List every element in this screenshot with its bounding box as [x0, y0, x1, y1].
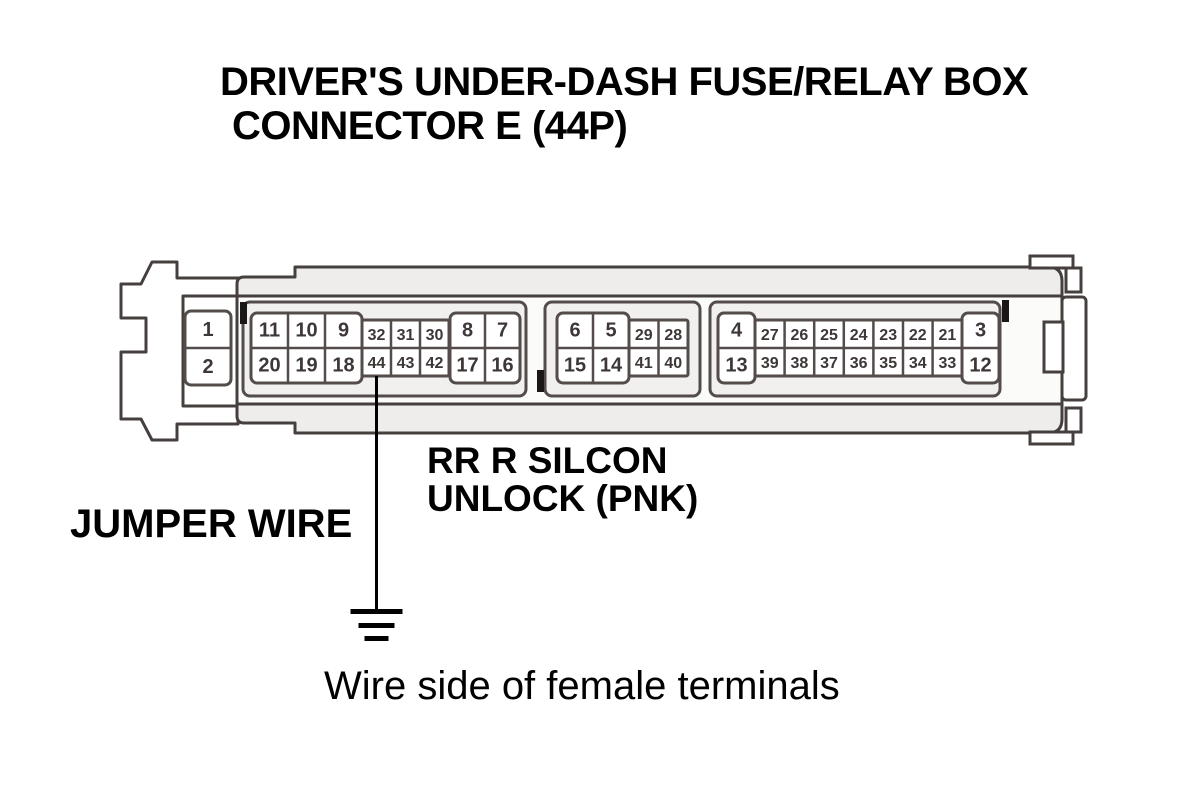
- terminal-number: 3: [975, 320, 986, 342]
- wire-name-label-line2: UNLOCK (PNK): [427, 478, 699, 519]
- terminal-number: 38: [791, 355, 809, 372]
- terminal-number: 34: [909, 355, 927, 372]
- page-title: DRIVER'S UNDER-DASH FUSE/RELAY BOX: [220, 60, 1029, 104]
- terminal-number: 16: [491, 355, 513, 377]
- terminal-number: 26: [791, 327, 809, 344]
- terminal-number: 19: [295, 355, 317, 377]
- wire-name-label-line1: RR R SILCON: [427, 440, 668, 481]
- terminal-number: 22: [909, 327, 927, 344]
- terminal-number: 15: [564, 355, 586, 377]
- terminal-number: 43: [397, 355, 415, 372]
- ground-icon: [358, 623, 395, 628]
- housing-top-band: [235, 265, 1064, 298]
- terminal-number: 14: [600, 355, 623, 377]
- right-latch-window: [1042, 320, 1065, 374]
- page-subtitle: CONNECTOR E (44P): [232, 104, 628, 148]
- terminal-number: 17: [456, 355, 478, 377]
- terminal-number: 28: [664, 327, 682, 344]
- key-mark: [1002, 300, 1009, 322]
- terminal-number: 33: [939, 355, 957, 372]
- ground-icon: [364, 636, 389, 641]
- terminal-number: 39: [761, 355, 779, 372]
- terminal-number: 11: [259, 320, 280, 342]
- terminal-number: 25: [820, 327, 838, 344]
- right-top-tab: [1028, 254, 1075, 270]
- right-latch-bar: [1060, 295, 1088, 402]
- terminal-number: 12: [969, 355, 991, 377]
- terminal-number: 42: [426, 355, 444, 372]
- terminal-number: 36: [850, 355, 868, 372]
- terminal-number: 4: [731, 320, 743, 342]
- terminal-number: 1: [202, 319, 213, 341]
- terminal-number: 18: [332, 355, 354, 377]
- terminal-number: 10: [295, 320, 317, 342]
- terminal-number: 8: [462, 320, 473, 342]
- caption-text: Wire side of female terminals: [324, 664, 840, 708]
- housing-bottom-band: [235, 402, 1064, 435]
- terminal-number: 35: [879, 355, 897, 372]
- terminal-number: 9: [338, 320, 349, 342]
- key-mark: [537, 370, 544, 392]
- key-mark: [240, 302, 247, 324]
- terminal-number: 7: [497, 320, 508, 342]
- terminal-number: 21: [939, 327, 957, 344]
- jumper-wire-label: JUMPER WIRE: [70, 502, 353, 546]
- terminal-number: 23: [879, 327, 897, 344]
- terminal-number: 44: [368, 355, 386, 372]
- terminal-number: 2: [202, 356, 213, 378]
- right-bottom-corner: [1064, 406, 1083, 434]
- terminal-number: 20: [258, 355, 280, 377]
- terminal-number: 37: [820, 355, 838, 372]
- right-bottom-tab: [1028, 430, 1075, 446]
- terminal-number: 31: [397, 327, 415, 344]
- terminal-number: 6: [569, 320, 580, 342]
- terminal-number: 27: [761, 327, 779, 344]
- terminal-number: 29: [635, 327, 653, 344]
- ground-icon: [350, 609, 403, 614]
- terminal-number: 41: [635, 355, 653, 372]
- terminal-number: 30: [426, 327, 444, 344]
- terminal-number: 5: [605, 320, 616, 342]
- right-top-corner: [1064, 266, 1083, 294]
- terminal-number: 24: [850, 327, 868, 344]
- terminal-number: 32: [368, 327, 386, 344]
- terminal-number: 13: [725, 355, 747, 377]
- terminal-number: 40: [664, 355, 682, 372]
